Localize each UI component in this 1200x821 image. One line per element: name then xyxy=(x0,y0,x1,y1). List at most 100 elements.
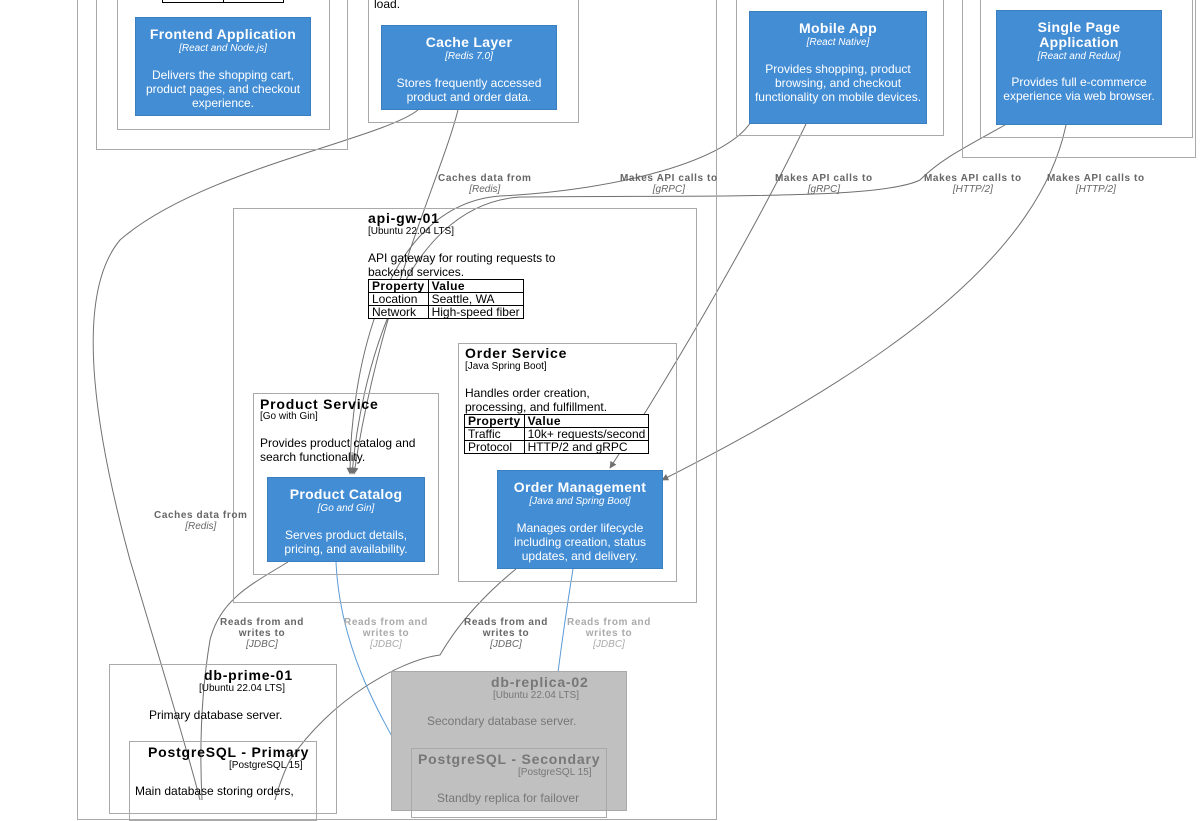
frontend-application-container[interactable]: Frontend Application [React and Node.js]… xyxy=(135,17,311,116)
spa-container[interactable]: Single Page Application [React and Redux… xyxy=(996,10,1162,125)
mobile-app-container[interactable]: Mobile App [React Native] Provides shopp… xyxy=(749,11,927,124)
rel-tech: [JDBC] xyxy=(593,639,625,650)
container-desc: Serves product details, pricing, and ava… xyxy=(284,528,408,556)
container-desc: Provides full e-commerce experience via … xyxy=(1003,75,1155,103)
rel-text-2: writes to xyxy=(585,628,633,639)
rel-text: Caches data from xyxy=(154,510,248,521)
prop-value: High-speed fiber xyxy=(427,305,524,319)
relationship-edges xyxy=(92,109,1067,800)
cache-layer-container[interactable]: Cache Layer [Redis 7.0] Stores frequentl… xyxy=(381,25,557,110)
order-service-tech: [Java Spring Boot] xyxy=(465,361,547,372)
table-row: Traffic 10k+ requests/second xyxy=(464,427,650,441)
order-management-container[interactable]: Order Management [Java and Spring Boot] … xyxy=(497,470,663,569)
container-desc: Provides shopping, product browsing, and… xyxy=(754,62,922,104)
api-gw-tech: [Ubuntu 22.04 LTS] xyxy=(368,226,454,237)
rel-text-2: writes to xyxy=(238,628,286,639)
rel-label-api-3: Makes API calls to [HTTP/2] xyxy=(924,173,1022,195)
order-service-properties-table: Property Value Traffic 10k+ requests/sec… xyxy=(464,414,650,454)
pg-primary-title: PostgreSQL - Primary xyxy=(148,744,310,760)
db-prime-tech: [Ubuntu 22.04 LTS] xyxy=(199,683,285,694)
header-value: Value xyxy=(427,279,524,293)
pg-primary-tech: [PostgreSQL 15] xyxy=(229,760,303,771)
container-tech: [React and Redux] xyxy=(1037,51,1121,62)
edge-spa-to-catalog xyxy=(349,124,1006,475)
product-service-title: Product Service xyxy=(260,396,379,412)
container-title: Product Catalog xyxy=(289,486,403,502)
container-desc: Delivers the shopping cart, product page… xyxy=(145,68,301,110)
container-desc: Manages order lifecycle including creati… xyxy=(513,521,647,563)
frontend-node-outer xyxy=(96,0,348,150)
rel-label-api-2: Makes API calls to [gRPC] xyxy=(775,173,873,195)
rel-label-caches-2: Caches data from [Redis] xyxy=(154,510,248,532)
edge-catalog-to-db xyxy=(200,561,289,800)
rel-label-caches-1: Caches data from [Redis] xyxy=(438,173,532,195)
cache-node-desc-tail: load. xyxy=(374,0,401,11)
rel-text: Makes API calls to xyxy=(924,173,1022,184)
rel-tech: [JDBC] xyxy=(370,639,402,650)
container-title: Single Page Application xyxy=(1037,19,1121,50)
container-tech: [React Native] xyxy=(806,37,870,48)
pg-secondary-desc: Standby replica for failover xyxy=(437,791,580,805)
header-property: Property xyxy=(368,279,429,293)
rel-text: Makes API calls to xyxy=(1047,173,1145,184)
prop-key: Traffic xyxy=(464,427,525,441)
rel-text-2: writes to xyxy=(362,628,410,639)
order-service-frame xyxy=(458,343,677,582)
db-replica-title: db-replica-02 xyxy=(491,674,589,690)
container-tech: [Go and Gin] xyxy=(317,503,375,514)
rel-tech: [gRPC] xyxy=(807,184,840,195)
prop-value: 10k+ requests/second xyxy=(523,427,650,441)
edge-cache-to-db xyxy=(92,109,419,800)
db-replica-node-frame xyxy=(391,671,627,811)
db-prime-title: db-prime-01 xyxy=(204,667,293,683)
table-row: Network High-speed fiber xyxy=(368,305,524,319)
container-desc: Stores frequently accessed product and o… xyxy=(396,76,542,104)
table-header-row: Property Value xyxy=(464,414,650,428)
rel-tech: [Redis] xyxy=(185,521,217,532)
rel-tech: [gRPC] xyxy=(652,184,685,195)
rel-tech: [HTTP/2] xyxy=(952,184,993,195)
rel-text-2: writes to xyxy=(482,628,530,639)
prop-key: Location xyxy=(368,292,429,306)
rel-tech: [Redis] xyxy=(469,184,501,195)
product-catalog-container[interactable]: Product Catalog [Go and Gin] Serves prod… xyxy=(267,477,425,562)
product-service-frame xyxy=(253,393,439,575)
order-service-title: Order Service xyxy=(465,345,568,361)
product-service-desc: Provides product catalog and search func… xyxy=(260,436,416,464)
mobile-node-frame xyxy=(736,0,944,136)
rel-text: Caches data from xyxy=(438,173,532,184)
table-header-row: Property Value xyxy=(368,279,524,293)
rel-text: Reads from and xyxy=(567,617,651,628)
db-prime-desc: Primary database server. xyxy=(149,708,283,722)
edge-spa-to-order xyxy=(661,124,1067,481)
rel-text: Reads from and xyxy=(344,617,428,628)
container-tech: [React and Node.js] xyxy=(179,43,267,54)
pg-primary-desc: Main database storing orders, xyxy=(135,784,294,798)
container-title: Order Management xyxy=(513,479,647,495)
rel-text: Makes API calls to xyxy=(620,173,718,184)
frontend-node-inner xyxy=(117,0,330,130)
rel-label-api-4: Makes API calls to [HTTP/2] xyxy=(1047,173,1145,195)
rel-tech: [JDBC] xyxy=(246,639,278,650)
api-gw-title: api-gw-01 xyxy=(368,210,440,226)
prop-key: Network xyxy=(368,305,429,319)
header-property: Property xyxy=(464,414,525,428)
db-replica-tech: [Ubuntu 22.04 LTS] xyxy=(493,690,579,701)
rel-tech: [HTTP/2] xyxy=(1075,184,1116,195)
container-tech: [Redis 7.0] xyxy=(445,51,493,62)
rel-text: Reads from and xyxy=(220,617,304,628)
container-title: Mobile App xyxy=(799,20,877,36)
table-row: Protocol HTTP/2 and gRPC xyxy=(464,440,650,454)
rel-label-rw-1: Reads from and writes to [JDBC] xyxy=(220,617,304,650)
pg-secondary-title: PostgreSQL - Secondary xyxy=(418,751,601,767)
rel-label-rw-2: Reads from and writes to [JDBC] xyxy=(344,617,428,650)
api-gw-desc: API gateway for routing requests to back… xyxy=(368,251,556,279)
edge-mobile-to-catalog xyxy=(346,119,753,475)
prop-value: HTTP/2 and gRPC xyxy=(523,440,650,454)
rel-text: Reads from and xyxy=(464,617,548,628)
rel-label-rw-3: Reads from and writes to [JDBC] xyxy=(464,617,548,650)
container-title: Frontend Application xyxy=(149,26,297,42)
api-gw-node-frame xyxy=(233,208,697,603)
header-value: Value xyxy=(523,414,650,428)
frontend-props-fragment xyxy=(162,0,284,3)
